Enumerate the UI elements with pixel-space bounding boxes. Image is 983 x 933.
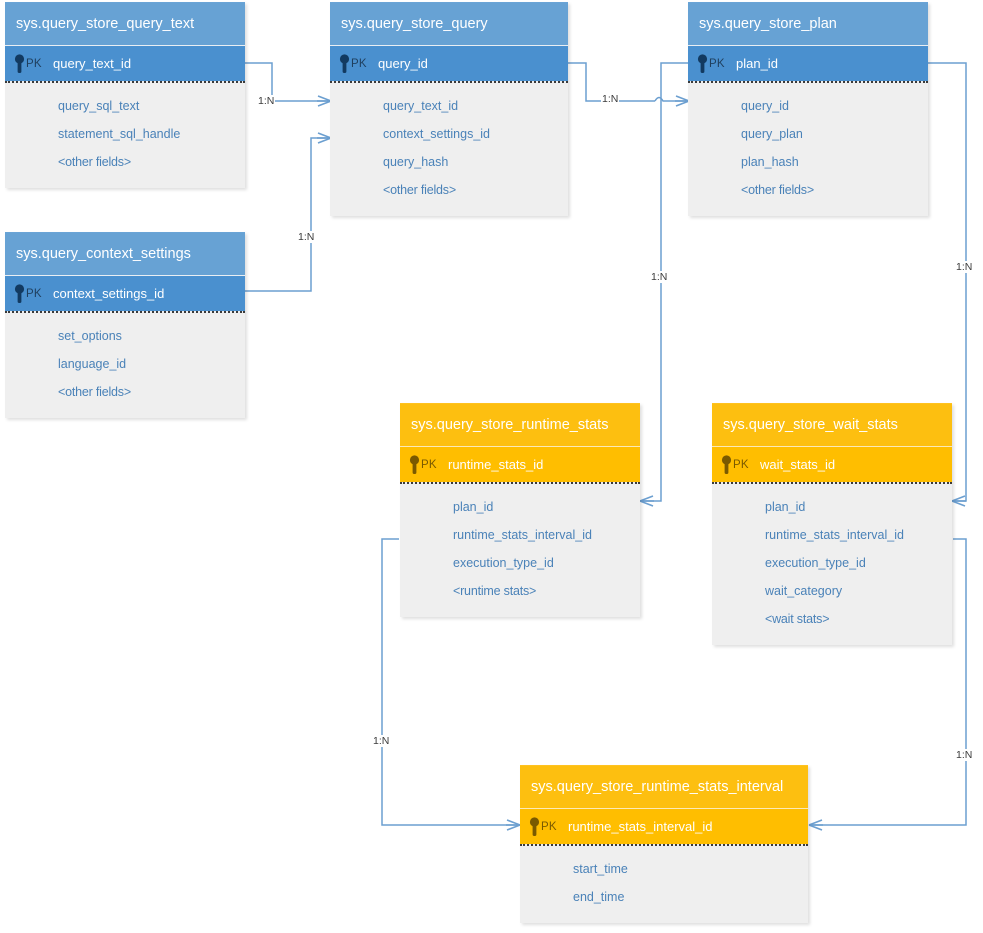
entity-primary-key-row[interactable]: PK runtime_stats_id xyxy=(400,447,640,482)
entity-field: query_plan xyxy=(741,127,803,141)
pk-separator xyxy=(688,81,928,83)
cardinality-label-r3: 1:N xyxy=(601,93,620,105)
entity-field: query_sql_text xyxy=(58,99,140,113)
pk-separator xyxy=(5,311,245,313)
entity-field: execution_type_id xyxy=(453,556,554,570)
pk-label: PK xyxy=(351,57,367,70)
key-icon: PK xyxy=(5,283,49,304)
entity-field: end_time xyxy=(573,890,625,904)
entity-field: <other fields> xyxy=(383,183,456,197)
entity-title: sys.query_store_query xyxy=(330,3,568,46)
entity-field: <other fields> xyxy=(58,155,131,169)
entity-field: execution_type_id xyxy=(765,556,866,570)
entity-title: sys.query_context_settings xyxy=(5,233,245,276)
entity-query-store-query[interactable]: sys.query_store_query PK query_id query_… xyxy=(330,2,568,216)
cardinality-label-r5: 1:N xyxy=(955,261,974,273)
relationship-line-r2 xyxy=(245,132,332,292)
entity-primary-key-row[interactable]: PK context_settings_id xyxy=(5,276,245,311)
pk-separator xyxy=(712,482,952,484)
entity-primary-key-row[interactable]: PK query_text_id xyxy=(5,46,245,81)
key-icon: PK xyxy=(520,816,564,837)
entity-field: start_time xyxy=(573,862,628,876)
entity-field: <runtime stats> xyxy=(453,584,537,598)
relationship-line-r4 xyxy=(639,62,688,507)
entity-query-store-runtime-stats[interactable]: sys.query_store_runtime_stats PK runtime… xyxy=(400,403,640,617)
relationship-line-r3 xyxy=(568,62,690,107)
entity-field: statement_sql_handle xyxy=(58,127,181,141)
pk-field-name: runtime_stats_interval_id xyxy=(568,819,713,834)
pk-field-name: runtime_stats_id xyxy=(448,457,544,472)
cardinality-label-r1: 1:N xyxy=(257,95,276,107)
pk-field-name: query_text_id xyxy=(53,56,132,71)
key-icon: PK xyxy=(712,454,756,475)
entity-primary-key-row[interactable]: PK runtime_stats_interval_id xyxy=(520,809,808,844)
entity-query-store-plan[interactable]: sys.query_store_plan PK plan_id query_id… xyxy=(688,2,928,216)
cardinality-label-r4: 1:N xyxy=(650,271,669,283)
entity-primary-key-row[interactable]: PK query_id xyxy=(330,46,568,81)
entity-field: query_hash xyxy=(383,155,449,169)
entity-field: runtime_stats_interval_id xyxy=(453,528,592,542)
cardinality-label-r7: 1:N xyxy=(955,749,974,761)
entity-field-list: plan_id runtime_stats_interval_id execut… xyxy=(400,484,640,617)
entity-field-list: query_text_id context_settings_id query_… xyxy=(330,83,568,216)
entity-query-store-query-text[interactable]: sys.query_store_query_text PK query_text… xyxy=(5,2,245,188)
entity-field: language_id xyxy=(58,357,127,371)
entity-field: <wait stats> xyxy=(765,612,830,626)
pk-label: PK xyxy=(541,820,557,833)
entity-field: plan_hash xyxy=(741,155,799,169)
cardinality-label-r2: 1:N xyxy=(297,231,316,243)
pk-separator xyxy=(5,81,245,83)
pk-field-name: wait_stats_id xyxy=(760,457,836,472)
pk-field-name: context_settings_id xyxy=(53,286,165,301)
key-icon: PK xyxy=(330,53,374,74)
entity-query-context-settings[interactable]: sys.query_context_settings PK context_se… xyxy=(5,232,245,418)
entity-field-list: query_sql_text statement_sql_handle <oth… xyxy=(5,83,245,188)
entity-field-list: set_options language_id <other fields> xyxy=(5,313,245,418)
entity-query-store-wait-stats[interactable]: sys.query_store_wait_stats PK wait_stats… xyxy=(712,403,952,645)
entity-field: <other fields> xyxy=(741,183,814,197)
entity-title: sys.query_store_runtime_stats_interval xyxy=(520,766,808,809)
pk-separator xyxy=(330,81,568,83)
entity-field: query_text_id xyxy=(383,99,459,113)
entity-query-store-runtime-stats-interval[interactable]: sys.query_store_runtime_stats_interval P… xyxy=(520,765,808,923)
entity-field: context_settings_id xyxy=(383,127,491,141)
pk-label: PK xyxy=(26,57,42,70)
entity-field: runtime_stats_interval_id xyxy=(765,528,904,542)
entity-field: query_id xyxy=(741,99,789,113)
entity-field: plan_id xyxy=(453,500,494,514)
entity-primary-key-row[interactable]: PK wait_stats_id xyxy=(712,447,952,482)
pk-separator xyxy=(520,844,808,846)
pk-label: PK xyxy=(26,287,42,300)
entity-field: set_options xyxy=(58,329,122,343)
entity-field-list: plan_id runtime_stats_interval_id execut… xyxy=(712,484,952,645)
pk-label: PK xyxy=(709,57,725,70)
entity-field-list: start_time end_time xyxy=(520,846,808,923)
key-icon: PK xyxy=(688,53,732,74)
key-icon: PK xyxy=(5,53,49,74)
entity-field: <other fields> xyxy=(58,385,131,399)
entity-primary-key-row[interactable]: PK plan_id xyxy=(688,46,928,81)
entity-title: sys.query_store_runtime_stats xyxy=(400,404,640,447)
entity-title: sys.query_store_plan xyxy=(688,3,928,46)
entity-field: plan_id xyxy=(765,500,806,514)
pk-field-name: plan_id xyxy=(736,56,778,71)
entity-field: wait_category xyxy=(765,584,843,598)
entity-field-list: query_id query_plan plan_hash <other fie… xyxy=(688,83,928,216)
pk-field-name: query_id xyxy=(378,56,428,71)
key-icon: PK xyxy=(400,454,444,475)
entity-title: sys.query_store_wait_stats xyxy=(712,404,952,447)
cardinality-label-r6: 1:N xyxy=(372,735,391,747)
pk-separator xyxy=(400,482,640,484)
pk-label: PK xyxy=(421,458,437,471)
entity-title: sys.query_store_query_text xyxy=(5,3,245,46)
pk-label: PK xyxy=(733,458,749,471)
